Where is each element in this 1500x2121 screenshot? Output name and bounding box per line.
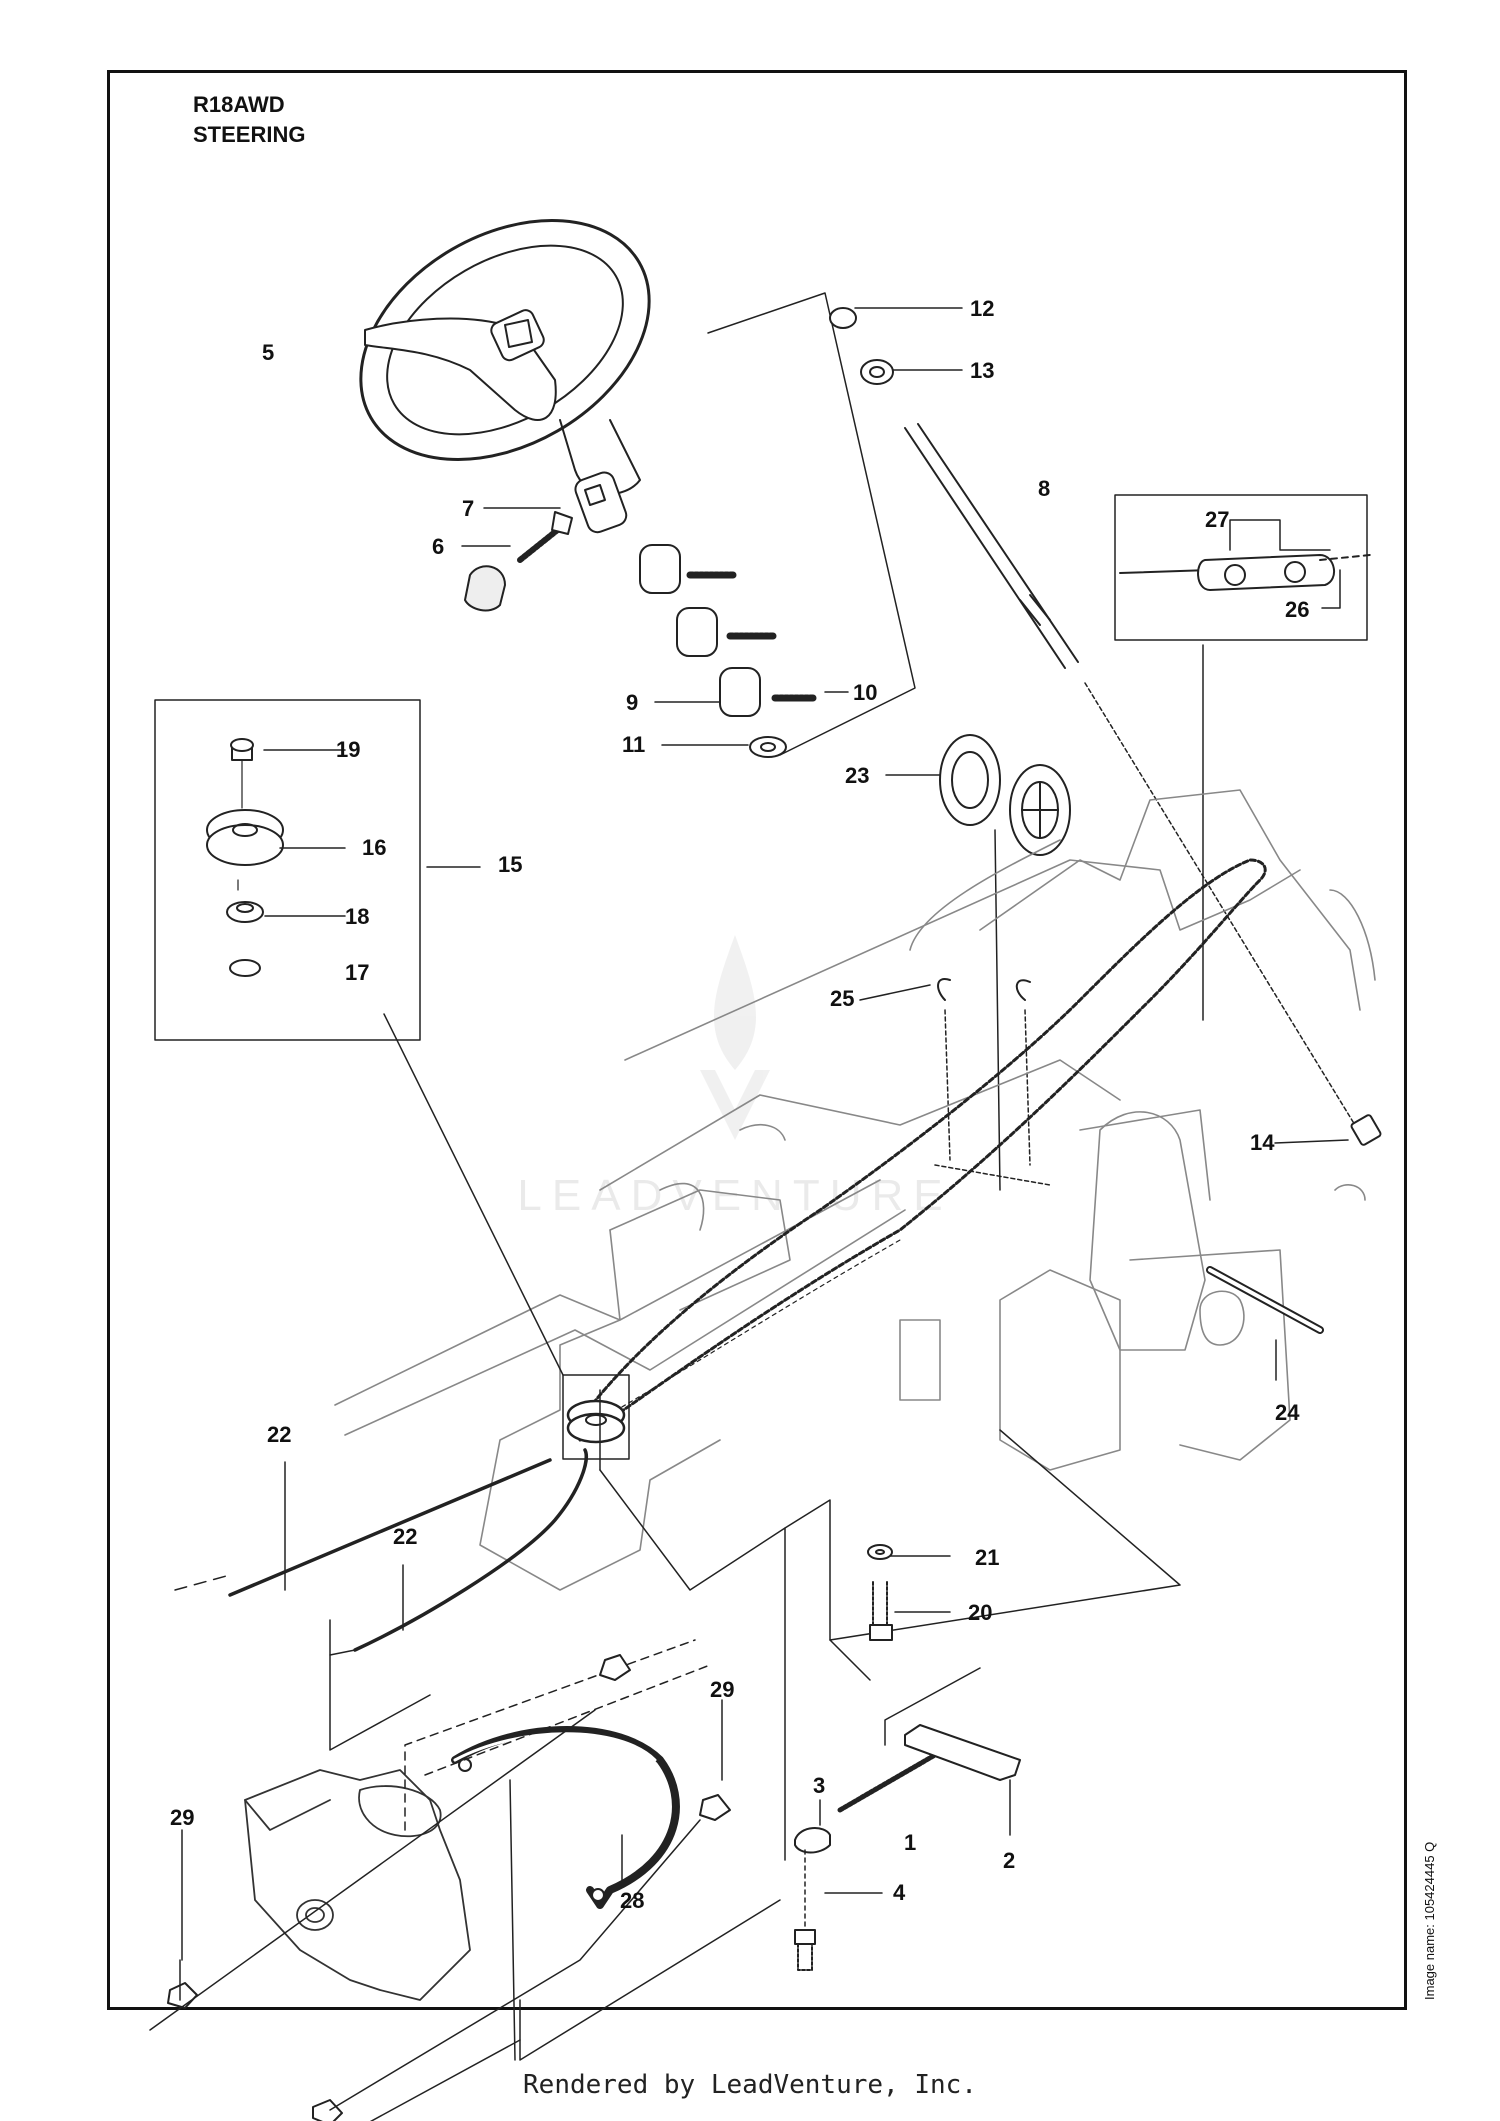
bolt-4 [794, 1929, 816, 1971]
clip-25a [937, 978, 951, 1001]
callout-7: 7 [462, 496, 474, 521]
bolt-14 [1084, 682, 1382, 1146]
callout-12: 12 [970, 296, 994, 321]
callout-19: 19 [336, 737, 360, 762]
callout-14: 14 [1250, 1130, 1275, 1155]
callout-2: 2 [1003, 1848, 1015, 1873]
callout-13: 13 [970, 358, 994, 383]
callout-27: 27 [1205, 507, 1229, 532]
callout-16: 16 [362, 835, 386, 860]
bolt-group-outline [599, 1469, 786, 1861]
watermark-logo [700, 935, 770, 1140]
steering-chain [578, 858, 1267, 1442]
shaft-group-8-outline [707, 292, 916, 756]
callout-18: 18 [345, 904, 369, 929]
callout-5: 5 [262, 340, 274, 365]
diagram-section-title: STEERING [193, 122, 306, 147]
callout-23: 23 [845, 763, 869, 788]
cap-nut [464, 565, 506, 612]
callout-3: 3 [813, 1773, 825, 1798]
steering-strap-28 [451, 1726, 680, 1909]
chain-link-detail [1119, 554, 1371, 591]
cap-nut-cap [584, 484, 606, 506]
leader-lines [181, 307, 1349, 1961]
pulley-kit-inset-15 [154, 699, 421, 1041]
steering-gearbox [244, 1769, 471, 2001]
callout-4: 4 [893, 1880, 906, 1905]
clip-25b [1015, 979, 1031, 1001]
callout-15: 15 [498, 852, 522, 877]
callout-17: 17 [345, 960, 369, 985]
callout-26: 26 [1285, 597, 1309, 622]
watermark-text: LEADVENTURE [517, 1171, 952, 1220]
steering-shaft-8 [829, 307, 1079, 669]
diagram-frame [107, 70, 1407, 2010]
callout-10: 10 [853, 680, 877, 705]
callout-8: 8 [1038, 476, 1050, 501]
sprocket [566, 1399, 626, 1444]
callout-24: 24 [1275, 1400, 1300, 1425]
diagram-model-title: R18AWD [193, 92, 285, 117]
callout-11: 11 [622, 732, 645, 757]
spring-1 [837, 1752, 938, 1813]
callout-29-left: 29 [170, 1805, 194, 1830]
bolt-20-washer-21 [867, 1544, 893, 1641]
steering-wheel [359, 219, 651, 534]
nuts-29 [167, 1654, 731, 2121]
render-credit-footer: Rendered by LeadVenture, Inc. [523, 2070, 977, 2100]
chassis-frame [334, 789, 1376, 1591]
shaft-couplers-9 [639, 544, 819, 758]
callout-numbers: 1 2 3 4 5 6 7 8 9 10 11 12 13 14 15 16 1… [170, 296, 1309, 1913]
callout-20: 20 [968, 1600, 992, 1625]
callout-21: 21 [975, 1545, 999, 1570]
pulleys-23 [939, 734, 1071, 856]
chain-link-inset [1114, 494, 1368, 641]
link-3 [794, 1827, 831, 1854]
sprocket-locator-box [562, 1374, 630, 1460]
steering-cables-22 [174, 1448, 588, 1656]
pulley-kit-parts [206, 738, 284, 977]
callout-22-upper: 22 [267, 1422, 291, 1447]
plate-2 [904, 1724, 1021, 1781]
rod-24 [1206, 1266, 1324, 1334]
callout-22-lower: 22 [393, 1524, 417, 1549]
callout-28: 28 [620, 1888, 644, 1913]
callout-9: 9 [626, 690, 638, 715]
callout-1: 1 [904, 1830, 916, 1855]
callout-25: 25 [830, 986, 854, 1011]
callout-6: 6 [432, 534, 444, 559]
image-name-label: Image name: 105424445 Q [1422, 1841, 1437, 2000]
screw-6 [517, 511, 573, 563]
callout-29-right: 29 [710, 1677, 734, 1702]
